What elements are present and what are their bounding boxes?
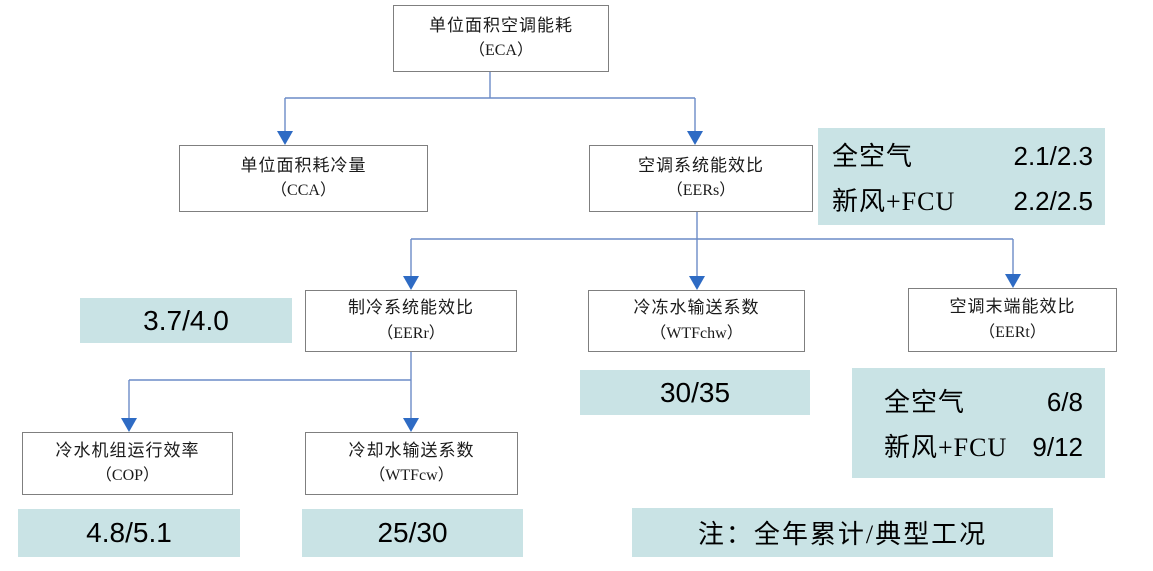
node-eca-abbr: （ECA） (468, 42, 533, 60)
node-cca-title: 单位面积耗冷量 (240, 155, 367, 175)
connector-eca-children (284, 72, 696, 132)
badge-cop-value: 4.8/5.1 (18, 509, 240, 557)
node-eca-title: 单位面积空调能耗 (429, 15, 573, 35)
node-wtfcw-abbr: （WTFcw） (369, 467, 454, 485)
badge-wtfchw-value: 30/35 (580, 370, 810, 415)
connector-eerr-children (128, 352, 412, 419)
node-cop: 冷水机组运行效率 （COP） (22, 432, 233, 495)
node-eerr-abbr: （EERr） (377, 324, 445, 342)
node-eert-title: 空调末端能效比 (949, 297, 1076, 317)
node-wtfcw: 冷却水输送系数 （WTFcw） (305, 432, 518, 495)
badge-value: 2.1/2.3 (1013, 140, 1093, 171)
node-wtfchw-title: 冷冻水输送系数 (633, 298, 760, 318)
badge-label: 新风+FCU (884, 433, 1008, 462)
badge-eerr-value: 3.7/4.0 (80, 298, 292, 343)
note-badge: 注：全年累计/典型工况 (632, 508, 1053, 557)
node-cca-abbr: （CCA） (271, 182, 336, 200)
badge-eert-values: 全空气 6/8 新风+FCU 9/12 (852, 368, 1105, 478)
badge-wtfcw-value: 25/30 (302, 509, 523, 557)
badge-label: 全空气 (832, 141, 914, 171)
node-eert-abbr: （EERt） (979, 323, 1046, 341)
node-wtfcw-title: 冷却水输送系数 (348, 440, 475, 460)
badge-value: 2.2/2.5 (1013, 185, 1093, 216)
badge-row: 新风+FCU 9/12 (884, 423, 1083, 468)
badge-value: 6/8 (1046, 387, 1083, 417)
badge-eers-values: 全空气 2.1/2.3 新风+FCU 2.2/2.5 (818, 128, 1105, 225)
node-eca: 单位面积空调能耗 （ECA） (393, 5, 609, 72)
node-wtfchw: 冷冻水输送系数 （WTFchw） (588, 290, 805, 352)
node-eerr: 制冷系统能效比 （EERr） (305, 290, 517, 352)
badge-label: 全空气 (884, 388, 966, 417)
node-eerr-title: 制冷系统能效比 (348, 298, 474, 318)
node-eers-abbr: （EERs） (666, 182, 736, 200)
badge-row: 全空气 6/8 (884, 378, 1083, 423)
node-cca: 单位面积耗冷量 （CCA） (179, 145, 428, 212)
node-cop-abbr: （COP） (95, 467, 160, 485)
node-eert: 空调末端能效比 （EERt） (908, 288, 1117, 352)
node-wtfchw-abbr: （WTFchw） (650, 324, 743, 342)
badge-label: 新风+FCU (832, 186, 956, 216)
node-cop-title: 冷水机组运行效率 (55, 440, 200, 460)
badge-row: 全空气 2.1/2.3 (832, 132, 1093, 177)
node-eers: 空调系统能效比 （EERs） (589, 145, 813, 212)
node-eers-title: 空调系统能效比 (638, 155, 764, 175)
badge-value: 9/12 (1032, 432, 1083, 462)
badge-row: 新风+FCU 2.2/2.5 (832, 177, 1093, 222)
